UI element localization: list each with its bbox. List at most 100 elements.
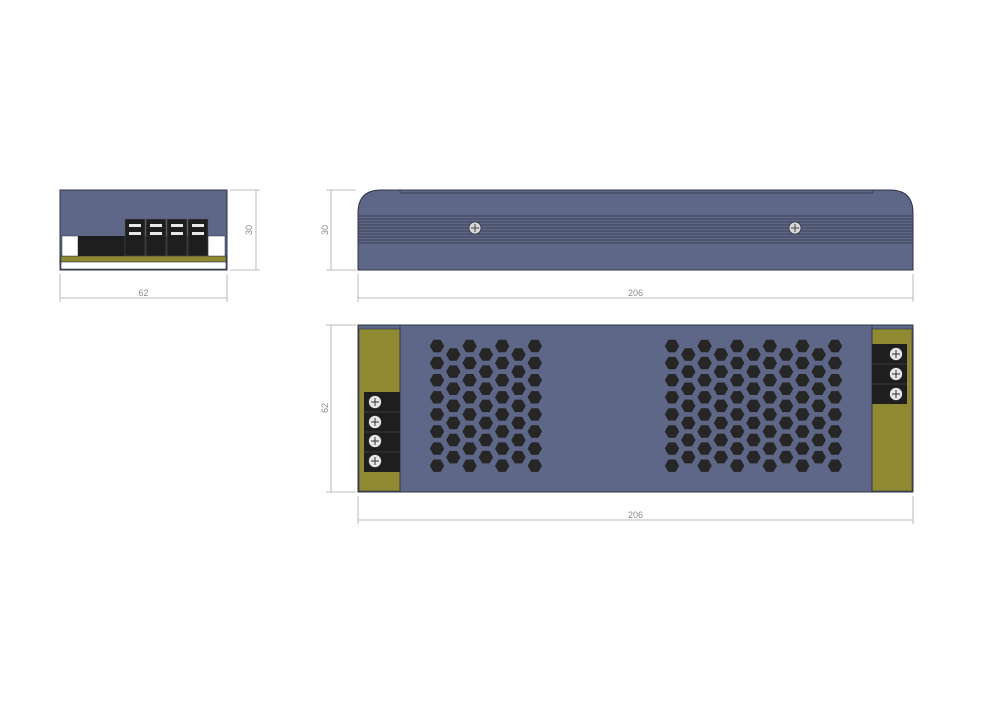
vent-hole	[697, 356, 712, 370]
vent-hole	[795, 391, 810, 404]
vent-hole	[746, 365, 761, 378]
vent-hole	[664, 459, 680, 472]
vent-hole	[462, 356, 477, 370]
terminal-screw-icon	[368, 395, 382, 409]
vent-hole	[429, 425, 445, 438]
top-view-terminal-block-right	[872, 344, 907, 404]
vent-hole	[778, 382, 794, 395]
vent-hole	[730, 408, 745, 421]
side-view-terminal-slot	[171, 224, 183, 227]
vent-hole	[746, 348, 761, 361]
vent-hole	[778, 399, 794, 413]
vent-hole	[827, 339, 843, 353]
vent-hole	[697, 374, 712, 387]
vent-hole	[527, 425, 542, 438]
vent-hole	[746, 450, 761, 464]
vent-hole	[462, 408, 477, 421]
top-view-vent-pattern-right	[664, 339, 843, 472]
top-view-width-label: 206	[628, 510, 643, 520]
vent-hole	[478, 433, 494, 447]
top-view-height-dimension: 62	[320, 324, 356, 493]
vent-hole	[827, 356, 843, 370]
side-view-terminal-slot	[192, 224, 204, 227]
terminal-screw-icon	[368, 415, 382, 429]
vent-hole	[778, 348, 794, 361]
side-view-height-label: 30	[244, 225, 254, 235]
vent-hole	[527, 374, 542, 387]
vent-hole	[429, 391, 445, 404]
vent-hole	[713, 399, 729, 413]
vent-hole	[495, 374, 510, 387]
vent-hole	[478, 382, 494, 395]
front-view-housing	[357, 189, 914, 271]
top-view-width-dimension: 206	[357, 496, 914, 524]
top-view-terminal-block-left	[364, 392, 400, 472]
side-view-white-insert-right	[207, 235, 226, 257]
vent-hole	[811, 365, 826, 378]
vent-hole	[730, 425, 745, 438]
vent-hole	[527, 408, 542, 421]
side-view-terminal-slot	[129, 232, 141, 235]
vent-hole	[429, 339, 445, 353]
vent-hole	[811, 450, 826, 464]
vent-hole	[746, 433, 761, 447]
vent-hole	[778, 416, 794, 430]
vent-hole	[795, 425, 810, 438]
vent-hole	[664, 425, 680, 438]
vent-hole	[664, 356, 680, 370]
vent-hole	[697, 339, 712, 353]
vent-hole	[795, 339, 810, 353]
vent-hole	[495, 459, 510, 472]
front-view-height-label: 30	[320, 225, 330, 235]
vent-hole	[795, 356, 810, 370]
vent-hole	[478, 348, 494, 361]
vent-hole	[664, 339, 680, 353]
vent-hole	[511, 416, 526, 430]
vent-hole	[811, 382, 826, 395]
vent-hole	[462, 442, 477, 455]
vent-hole	[478, 450, 494, 464]
vent-hole	[827, 442, 843, 455]
vent-hole	[495, 408, 510, 421]
vent-hole	[681, 382, 696, 395]
vent-hole	[429, 459, 445, 472]
vent-hole	[527, 356, 542, 370]
vent-hole	[730, 374, 745, 387]
top-view-vent-pattern-left	[429, 339, 542, 472]
side-view-bottom-rail	[60, 261, 227, 270]
side-view: 62 30	[59, 189, 260, 302]
vent-hole	[746, 399, 761, 413]
vent-hole	[713, 365, 729, 378]
vent-hole	[762, 374, 777, 387]
vent-hole	[429, 356, 445, 370]
vent-hole	[495, 339, 510, 353]
vent-hole	[446, 348, 461, 361]
vent-hole	[827, 391, 843, 404]
side-view-terminal-slot	[150, 224, 162, 227]
vent-hole	[746, 382, 761, 395]
vent-hole	[762, 339, 777, 353]
vent-hole	[527, 442, 542, 455]
vent-hole	[697, 442, 712, 455]
terminal-screw-icon	[889, 387, 903, 401]
vent-hole	[762, 408, 777, 421]
side-view-height-dimension: 30	[230, 189, 260, 271]
top-view-height-label: 62	[320, 403, 330, 413]
vent-hole	[511, 399, 526, 413]
vent-hole	[495, 442, 510, 455]
vent-hole	[511, 450, 526, 464]
vent-hole	[762, 425, 777, 438]
vent-hole	[730, 339, 745, 353]
side-view-width-label: 62	[138, 288, 148, 298]
vent-hole	[778, 450, 794, 464]
vent-hole	[478, 399, 494, 413]
side-view-terminal-cell	[166, 218, 188, 257]
vent-hole	[713, 348, 729, 361]
vent-hole	[681, 416, 696, 430]
vent-hole	[778, 365, 794, 378]
vent-hole	[495, 391, 510, 404]
vent-hole	[446, 416, 461, 430]
vent-hole	[462, 425, 477, 438]
vent-hole	[429, 408, 445, 421]
